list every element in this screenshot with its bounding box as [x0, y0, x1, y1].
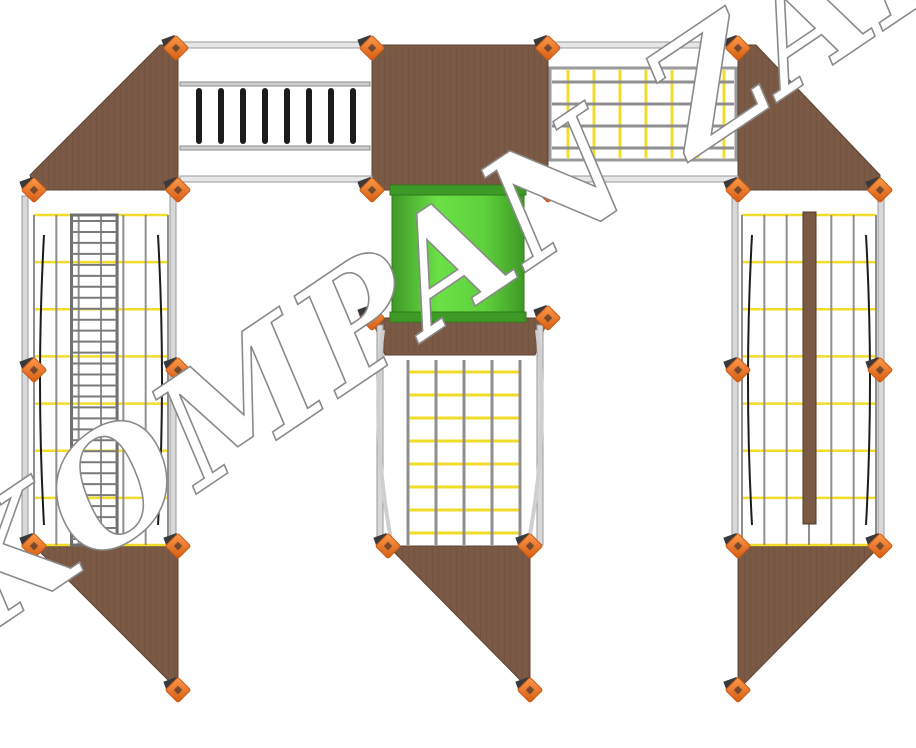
edge-rope — [747, 234, 753, 526]
top-right-rope-net — [552, 70, 734, 158]
green-tunnel — [389, 184, 527, 323]
post-cap-bolt — [173, 365, 183, 375]
left-rope-net — [33, 213, 169, 547]
post-cap — [725, 35, 751, 61]
ladder-bar — [196, 88, 202, 144]
post-cap — [725, 677, 751, 703]
ladder-bar — [262, 88, 268, 144]
deck-bottom-center — [386, 545, 531, 692]
climbing-pole — [802, 211, 817, 525]
post-cap-bolt — [29, 365, 39, 375]
post-cap — [165, 177, 191, 203]
ladder-bar — [284, 88, 290, 144]
post-cap — [867, 533, 893, 559]
post-cap — [535, 305, 561, 331]
ladder-bar — [328, 88, 334, 144]
bridge-top-left — [179, 41, 373, 183]
post-cap — [359, 305, 385, 331]
ladder-bar — [306, 88, 312, 144]
post-cap — [535, 177, 561, 203]
post-cap — [517, 677, 543, 703]
post-cap — [517, 533, 543, 559]
post-cap — [21, 533, 47, 559]
rope-ladder-frame — [70, 213, 119, 547]
post-cap-bolt — [367, 185, 377, 195]
decks — [29, 44, 882, 692]
edge-rope — [157, 234, 163, 526]
post-cap — [359, 177, 385, 203]
center-rope-net — [376, 329, 544, 546]
ladder-bar — [218, 88, 224, 144]
deck-top-left — [29, 44, 179, 191]
deck-bottom-right — [737, 545, 882, 692]
post-cap — [165, 533, 191, 559]
post-cap — [165, 357, 191, 383]
posts — [19, 34, 893, 703]
post-cap — [725, 177, 751, 203]
post-cap — [535, 35, 561, 61]
ladder-bar — [350, 88, 356, 144]
post-cap-bolt — [367, 43, 377, 53]
post-cap — [165, 677, 191, 703]
post-cap — [359, 35, 385, 61]
edge-rope — [39, 234, 45, 526]
post-cap — [375, 533, 401, 559]
post-cap — [21, 357, 47, 383]
post-cap — [21, 177, 47, 203]
post-cap — [725, 533, 751, 559]
side-rail — [526, 329, 544, 546]
black-ladder-bars — [196, 88, 356, 144]
post-cap — [867, 177, 893, 203]
post-cap — [867, 357, 893, 383]
post-cap — [163, 35, 189, 61]
post-cap — [725, 357, 751, 383]
ladder-bar — [240, 88, 246, 144]
post-cap-bolt — [367, 313, 377, 323]
edge-rope — [865, 234, 871, 526]
net-right — [731, 195, 885, 547]
side-rail — [376, 329, 394, 546]
